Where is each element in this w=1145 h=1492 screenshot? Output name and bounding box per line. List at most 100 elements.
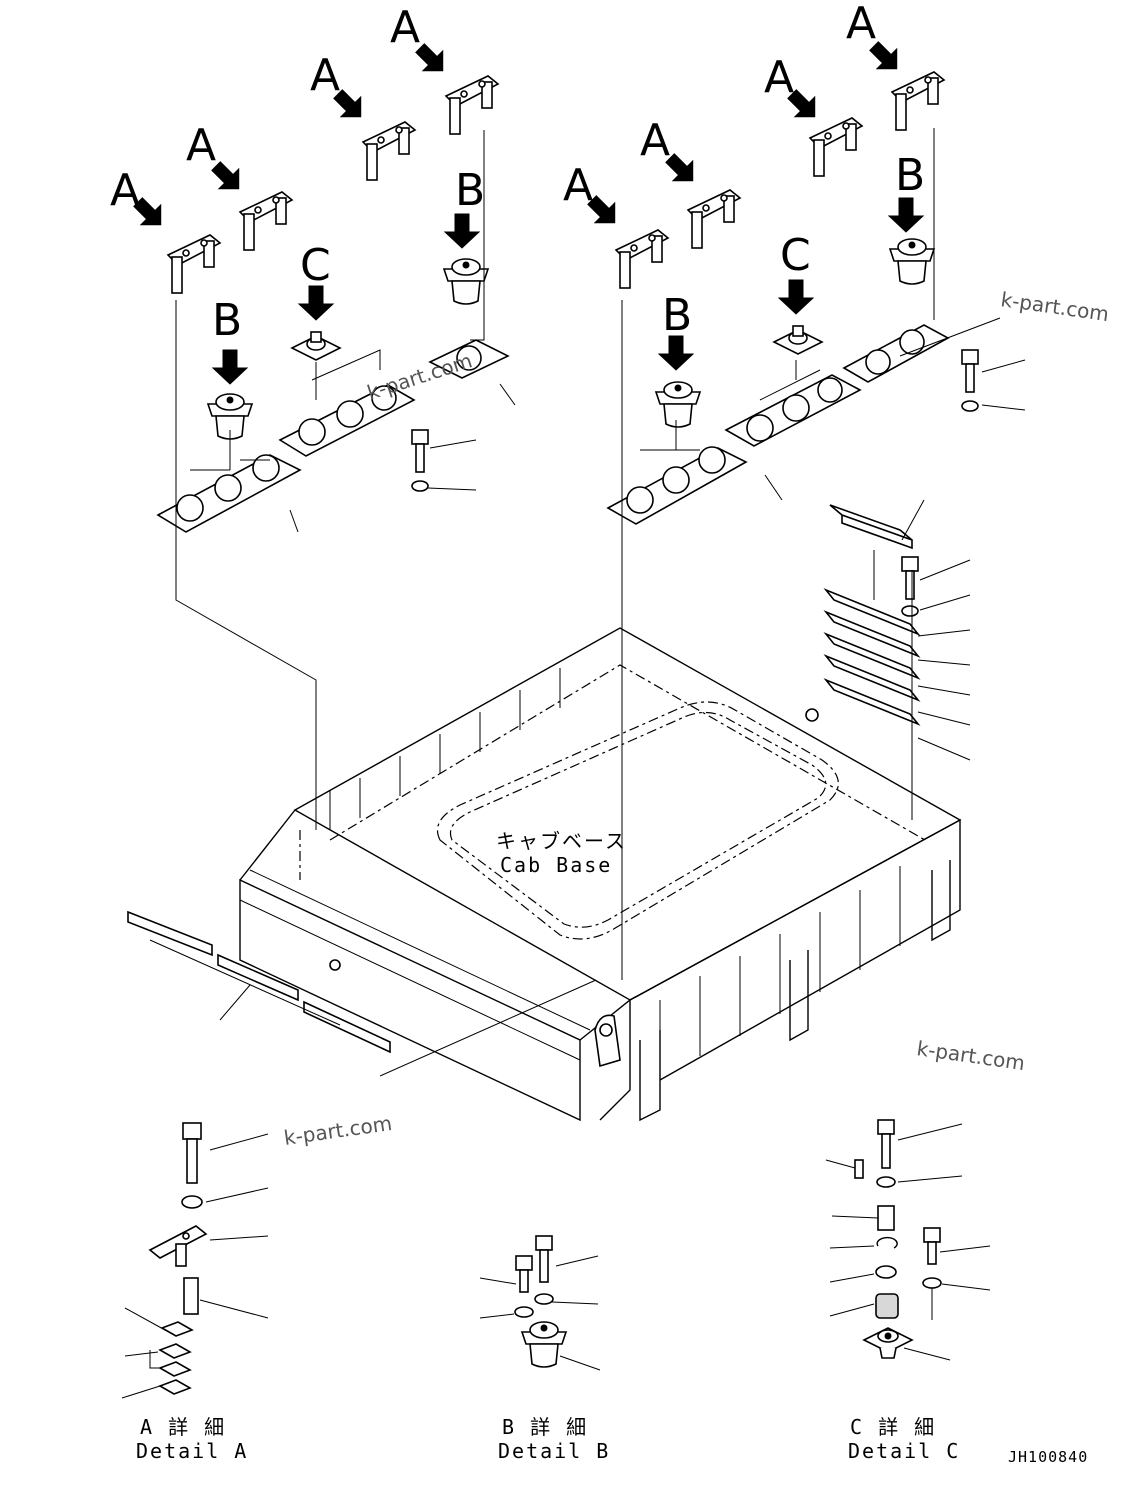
- bracket-icon: [614, 229, 670, 289]
- arrow-icon: [133, 197, 162, 226]
- bolt-icon: [901, 556, 919, 600]
- washer-icon: [875, 1265, 897, 1279]
- shim-plate: [823, 678, 921, 726]
- washer-icon: [181, 1195, 203, 1209]
- detail-b-label-en: Detail B: [498, 1439, 610, 1463]
- shim-icon: [158, 1343, 192, 1359]
- watermark: k-part.com: [999, 287, 1110, 326]
- plate-icon: [606, 446, 748, 525]
- snap-ring-icon: [876, 1236, 898, 1249]
- bracket-icon: [444, 75, 500, 135]
- spacer-bar: [829, 504, 913, 550]
- arrow-icon: [211, 349, 249, 385]
- detail-a-label-en: Detail A: [136, 1439, 248, 1463]
- bolt-icon: [515, 1255, 533, 1293]
- cab-base-label-jp: キャブベース: [496, 829, 627, 853]
- arrow-icon: [587, 195, 616, 224]
- plate-icon: [156, 454, 302, 533]
- mount-b-icon: [888, 238, 936, 285]
- callout-c-1: C: [300, 240, 331, 291]
- washer-icon: [411, 480, 429, 492]
- plate-icon: [842, 324, 950, 383]
- bolt-icon: [411, 429, 429, 473]
- pin-icon: [854, 1159, 864, 1179]
- callout-b-2: B: [455, 165, 485, 216]
- cab-base-label-en: Cab Base: [500, 853, 612, 877]
- detail-a-group: [121, 1122, 269, 1399]
- arrow-icon: [657, 335, 695, 371]
- washer-icon: [961, 400, 979, 412]
- arrow-icon: [887, 197, 925, 233]
- arrow-icon: [869, 41, 898, 70]
- pointer-arrows: [133, 41, 925, 385]
- shim-plate: [823, 632, 921, 680]
- arrow-icon: [415, 43, 444, 72]
- collar-icon: [183, 1277, 199, 1315]
- shim-plate: [823, 654, 921, 702]
- arrow-icon: [787, 89, 816, 118]
- mount-c-icon: [772, 325, 824, 355]
- callout-a-8: A: [846, 0, 876, 49]
- shim-stack: [823, 504, 921, 726]
- detail-c-group: [825, 1119, 991, 1361]
- plate-icon: [278, 384, 416, 457]
- bracket-icon: [166, 234, 222, 294]
- brackets-a: [166, 71, 946, 294]
- mounts: [206, 238, 936, 440]
- arrow-icon: [333, 89, 362, 118]
- bolt-icon: [877, 1119, 895, 1169]
- watermark: k-part.com: [282, 1111, 393, 1150]
- washer-icon: [901, 605, 919, 617]
- callout-a-5: A: [563, 160, 593, 211]
- front-stopper-bar: [127, 910, 391, 1054]
- collar-icon: [877, 1205, 895, 1231]
- shim-icon: [158, 1379, 192, 1395]
- detail-c-label-en: Detail C: [848, 1439, 960, 1463]
- bracket-icon: [238, 191, 294, 251]
- callout-b-3: B: [662, 290, 692, 341]
- detail-b-group: [479, 1235, 601, 1371]
- mount-c-icon: [862, 1327, 914, 1359]
- arrow-icon: [665, 153, 694, 182]
- shim-plate: [823, 588, 921, 636]
- mount-b-icon: [206, 393, 254, 440]
- plate-icon: [724, 374, 862, 447]
- bracket-icon: [361, 121, 417, 181]
- callout-c-2: C: [780, 230, 811, 281]
- mount-b-icon: [442, 258, 490, 305]
- callout-letters: A A A A A A A A B B B B C C: [110, 0, 925, 346]
- plate-icon: [428, 339, 510, 379]
- shim-icon: [158, 1361, 192, 1377]
- washer-icon: [534, 1293, 554, 1305]
- arrow-icon: [777, 279, 815, 315]
- mount-b-icon: [520, 1321, 568, 1368]
- washer-icon: [922, 1277, 942, 1289]
- drawing-number: JH100840: [1008, 1448, 1088, 1466]
- mount-b-icon: [654, 381, 702, 428]
- detail-a-label-jp: A 詳 細: [140, 1415, 226, 1439]
- bracket-icon: [686, 189, 742, 249]
- shim-plate: [823, 610, 921, 658]
- cab-base-frame: [239, 627, 962, 1122]
- leader-lines: [175, 128, 1026, 1077]
- callout-a-2: A: [186, 120, 216, 171]
- shim-icon: [160, 1321, 194, 1337]
- bolt-icon: [535, 1235, 553, 1283]
- callout-a-7: A: [764, 52, 794, 103]
- washer-icon: [876, 1176, 896, 1188]
- watermark: k-part.com: [915, 1036, 1026, 1075]
- arrow-icon: [297, 285, 335, 321]
- mount-plates: [156, 324, 950, 533]
- detail-c-label-jp: C 詳 細: [850, 1415, 936, 1439]
- callout-a-3: A: [310, 50, 340, 101]
- bolt-icon: [961, 349, 979, 393]
- fasteners-top: [411, 349, 979, 617]
- bolt-icon: [923, 1227, 941, 1265]
- arrow-icon: [443, 213, 481, 249]
- callout-b-4: B: [895, 150, 925, 201]
- mount-c-icon: [290, 331, 342, 361]
- arrow-icon: [211, 161, 240, 190]
- bushing-icon: [875, 1293, 899, 1319]
- detail-b-label-jp: B 詳 細: [502, 1415, 588, 1439]
